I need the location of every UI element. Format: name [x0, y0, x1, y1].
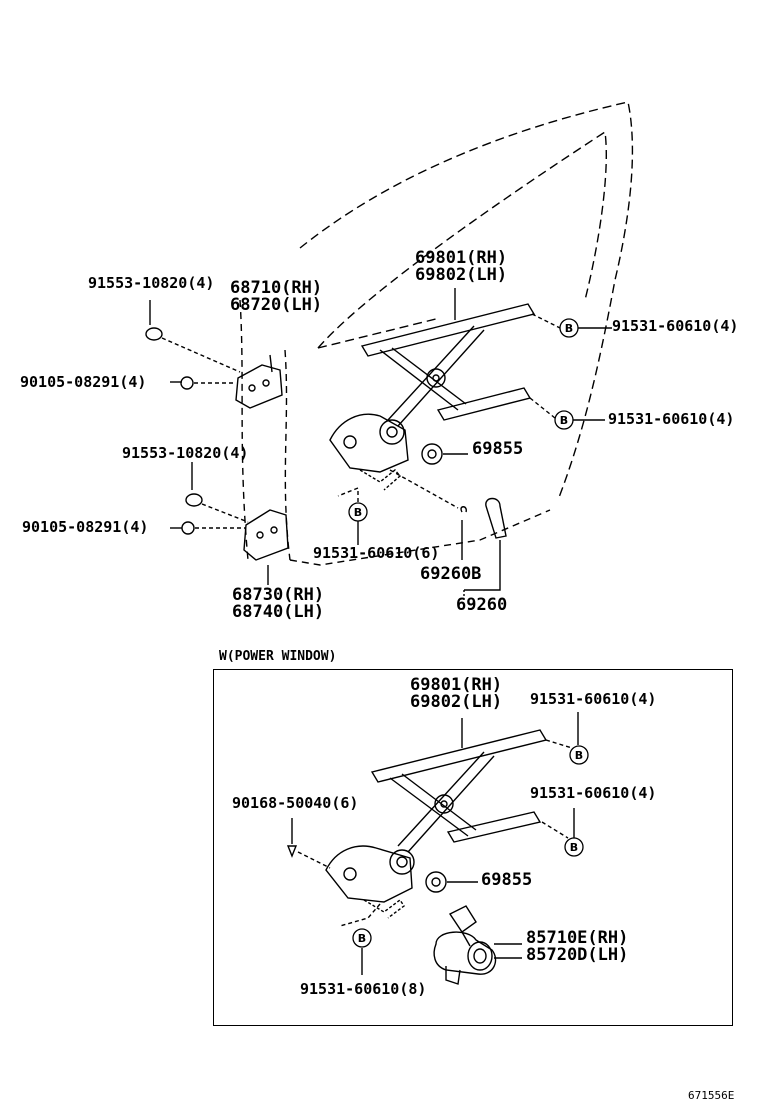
power-window-box	[213, 669, 733, 1026]
label-cap: 69855	[472, 439, 524, 459]
marker-b-1	[559, 318, 579, 338]
label-pw-regulator-rh: 69801(RH)	[410, 675, 503, 695]
label-bolt-lower: 91553-10820(4)	[122, 444, 249, 462]
power-window-motor	[433, 905, 497, 985]
marker-b-letter: B	[358, 932, 366, 945]
marker-b-3	[348, 502, 368, 522]
marker-b-6	[352, 928, 372, 948]
label-pw-bolt-b3: 91531-60610(8)	[300, 980, 427, 998]
label-pw-cap: 69855	[481, 870, 533, 890]
label-pw-screw: 90168-50040(6)	[232, 794, 359, 812]
door-outline	[239, 101, 634, 566]
label-screw-lower: 90105-08291(4)	[22, 518, 149, 536]
marker-b-letter: B	[354, 506, 362, 519]
label-regulator-rh: 69801(RH)	[415, 248, 508, 268]
label-handle: 69260	[456, 595, 508, 615]
marker-b-letter: B	[565, 322, 573, 335]
label-motor-lh: 85720D(LH)	[526, 945, 629, 965]
label-regulator-lh: 69802(LH)	[415, 265, 508, 285]
marker-b-letter: B	[570, 841, 578, 854]
label-bolt-upper: 91553-10820(4)	[88, 274, 215, 292]
marker-b-2	[554, 410, 574, 430]
window-regulator	[329, 303, 536, 491]
marker-b-4	[569, 745, 589, 765]
label-handle-clip: 69260B	[420, 564, 482, 584]
marker-b-letter: B	[575, 749, 583, 762]
figure-id: 671556E	[688, 1089, 735, 1102]
door-hinge-lower	[243, 509, 289, 585]
label-pw-regulator-lh: 69802(LH)	[410, 692, 503, 712]
label-bolt-b3: 91531-60610(6)	[313, 544, 440, 562]
label-pw-bolt-b2: 91531-60610(4)	[530, 784, 657, 802]
label-pw-bolt-b1: 91531-60610(4)	[530, 690, 657, 708]
label-motor-rh: 85710E(RH)	[526, 928, 629, 948]
label-bolt-b1: 91531-60610(4)	[612, 317, 739, 335]
label-bolt-b2: 91531-60610(4)	[608, 410, 735, 428]
label-hinge-lower-lh: 68740(LH)	[232, 602, 325, 622]
label-hinge-lower-rh: 68730(RH)	[232, 585, 325, 605]
marker-b-5	[564, 837, 584, 857]
section-title: W(POWER WINDOW)	[219, 649, 337, 664]
label-hinge-upper-rh: 68710(RH)	[230, 278, 323, 298]
label-screw-upper: 90105-08291(4)	[20, 373, 147, 391]
label-hinge-upper-lh: 68720(LH)	[230, 295, 323, 315]
marker-b-letter: B	[560, 414, 568, 427]
door-hinge-upper	[235, 354, 283, 409]
